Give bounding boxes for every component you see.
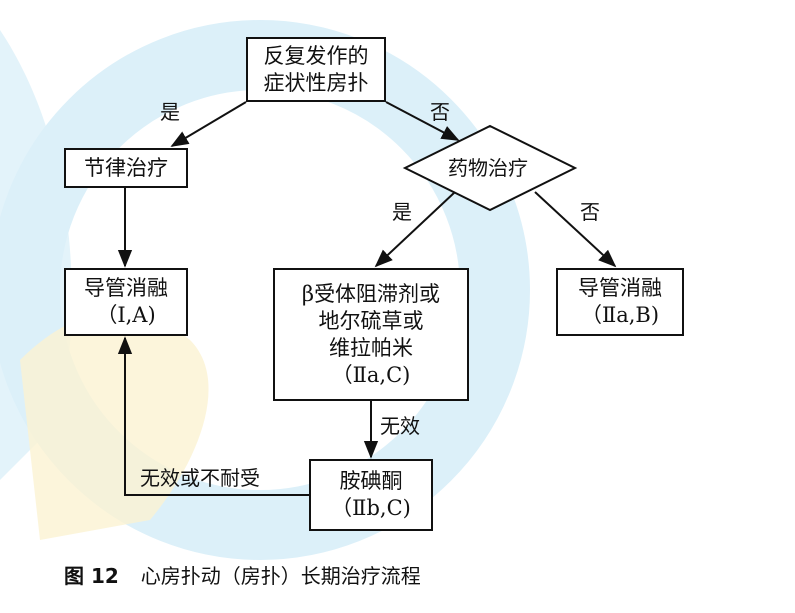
node-amiodarone-line2: （Ⅱb,C) bbox=[331, 496, 411, 520]
node-ablation2-line1: 导管消融 bbox=[578, 276, 662, 300]
figure-title: 心房扑动（房扑）长期治疗流程 bbox=[140, 564, 421, 588]
figure-number: 图 12 bbox=[64, 564, 119, 588]
edge-label-ineffective: 无效 bbox=[380, 414, 420, 438]
node-ablation1-line1: 导管消融 bbox=[84, 276, 168, 300]
node-ablation2-line2: （Ⅱa,B) bbox=[580, 303, 660, 327]
arrow-amiodarone-to-ablation1 bbox=[117, 336, 309, 496]
node-ablation2: 导管消融 （Ⅱa,B) bbox=[556, 268, 684, 336]
edge-label-no-1: 否 bbox=[430, 100, 450, 124]
node-start: 反复发作的 症状性房扑 bbox=[246, 37, 386, 102]
node-start-line1: 反复发作的 bbox=[263, 43, 369, 68]
node-betablock-line1: β受体阻滞剂或 bbox=[301, 281, 441, 306]
figure-caption: 图 12 心房扑动（房扑）长期治疗流程 bbox=[64, 560, 421, 589]
arrow-start-to-rhythm bbox=[170, 101, 247, 147]
node-amiodarone-line1: 胺碘酮 bbox=[339, 469, 403, 493]
arrow-start-to-drug bbox=[385, 101, 460, 141]
node-betablock-line4: （Ⅱa,C) bbox=[331, 362, 411, 387]
edge-label-no-2: 否 bbox=[580, 200, 600, 224]
node-drug-label: 药物治疗 bbox=[448, 156, 528, 180]
node-amiodarone: 胺碘酮 （Ⅱb,C) bbox=[309, 459, 433, 531]
arrow-drug-to-betablock bbox=[374, 191, 456, 268]
edge-label-yes-1: 是 bbox=[160, 100, 180, 124]
node-rhythm: 节律治疗 bbox=[64, 148, 188, 188]
node-betablock-line3: 维拉帕米 bbox=[329, 335, 413, 360]
node-betablock-line2: 地尔硫草或 bbox=[318, 308, 424, 333]
arrow-drug-to-ablation2 bbox=[534, 191, 617, 268]
node-rhythm-label: 节律治疗 bbox=[84, 155, 168, 180]
edge-label-yes-2: 是 bbox=[392, 200, 412, 224]
edge-label-ineffective-or-intolerant: 无效或不耐受 bbox=[140, 466, 260, 490]
node-ablation1-line2: （Ⅰ,A) bbox=[96, 303, 156, 327]
node-start-line2: 症状性房扑 bbox=[263, 70, 369, 95]
node-ablation1: 导管消融 （Ⅰ,A) bbox=[64, 268, 188, 336]
drug-diamond bbox=[402, 124, 578, 212]
node-betablock: β受体阻滞剂或 地尔硫草或 维拉帕米 （Ⅱa,C) bbox=[273, 268, 469, 401]
